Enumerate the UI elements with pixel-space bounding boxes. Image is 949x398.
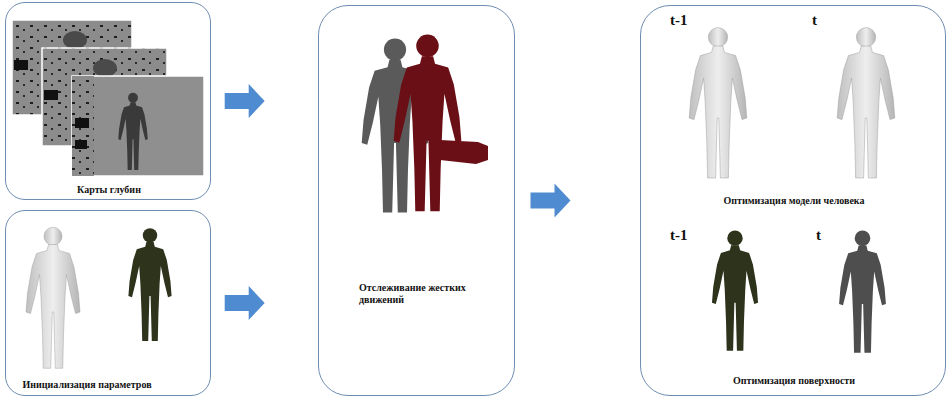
time-label: t <box>816 227 821 243</box>
process-box: Отслеживание жестких движений <box>318 5 515 396</box>
silhouette <box>362 38 429 212</box>
node-label: Инициализация параметров <box>8 379 166 391</box>
time-label: t <box>812 12 817 28</box>
tracked-silhouette <box>394 35 488 212</box>
silhouette <box>128 228 171 341</box>
silhouette <box>839 231 886 353</box>
human-mesh <box>689 28 747 178</box>
block-arrow <box>225 84 265 118</box>
node-label: Карты глубин <box>6 184 212 196</box>
human-mesh <box>26 227 80 368</box>
block-arrow <box>225 286 265 320</box>
depth-map-stack <box>12 20 204 176</box>
node-label: Оптимизация модели человека <box>641 195 947 207</box>
time-label: t-1 <box>670 12 688 28</box>
time-label: t-1 <box>670 227 688 243</box>
node-label: Оптимизация поверхности <box>641 375 947 387</box>
human-mesh <box>837 28 895 178</box>
process-box: Оптимизация модели человекаОптимизация п… <box>640 5 946 396</box>
node-label: Отслеживание жестких движений <box>359 282 471 306</box>
block-arrow <box>531 184 571 218</box>
process-box: Карты глубин <box>5 2 211 200</box>
process-box: Инициализация параметров <box>5 210 211 396</box>
silhouette <box>712 230 758 350</box>
